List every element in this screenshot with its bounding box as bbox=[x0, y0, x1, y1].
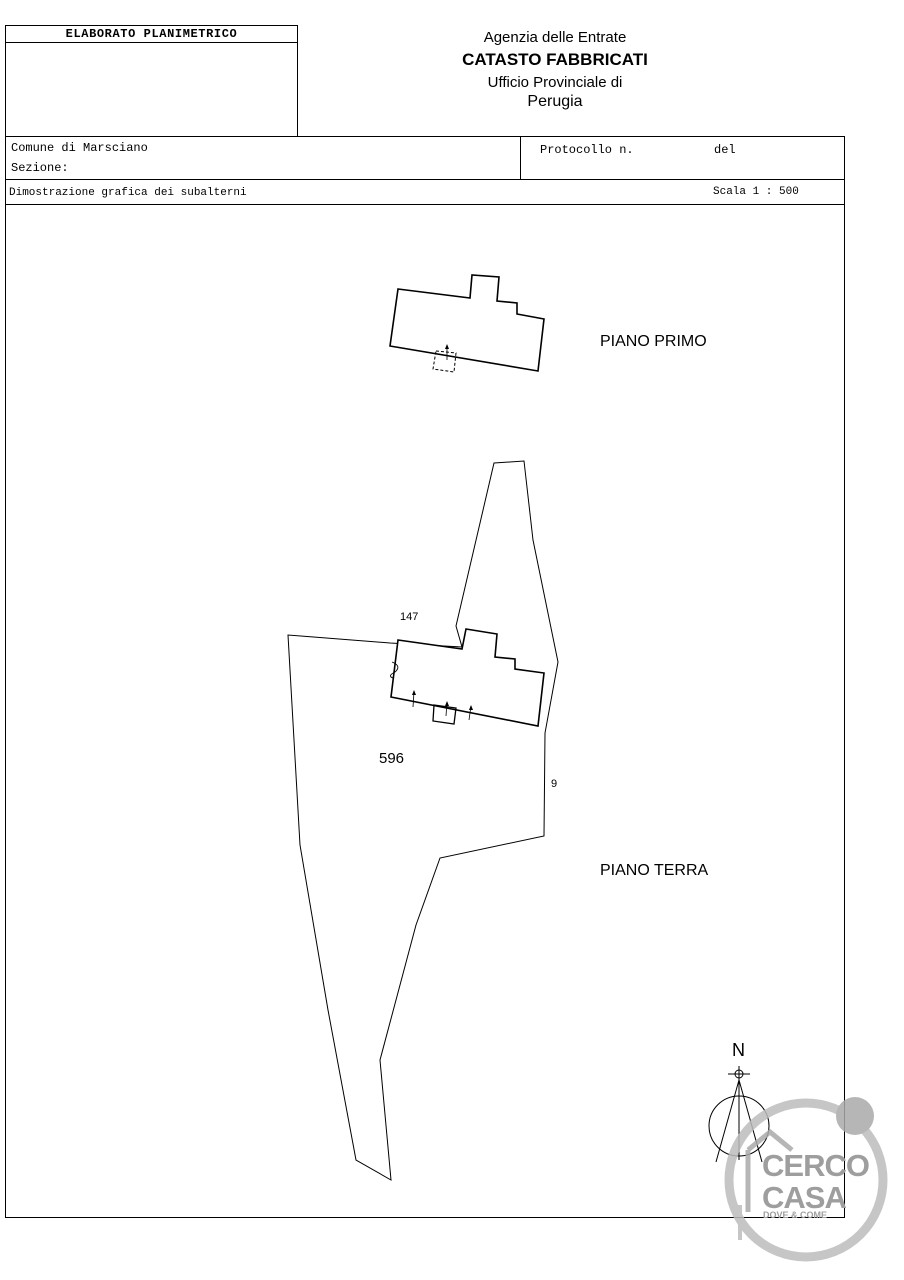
cercocasa-watermark bbox=[724, 1097, 888, 1262]
protocollo-label: Protocollo n. bbox=[540, 143, 634, 157]
parcel-147 bbox=[287, 460, 559, 1181]
sezione-label: Sezione: bbox=[11, 161, 69, 175]
ground-floor-building bbox=[390, 628, 545, 727]
document-title: ELABORATO PLANIMETRICO bbox=[6, 26, 297, 43]
del-label: del bbox=[714, 143, 736, 157]
watermark-line3: DOVE & COME bbox=[763, 1210, 828, 1220]
piano-terra-label: PIANO TERRA bbox=[600, 862, 709, 879]
description-label: Dimostrazione grafica dei subalterni bbox=[9, 187, 247, 199]
parcel-label-596: 596 bbox=[379, 750, 405, 767]
divider bbox=[520, 136, 521, 180]
comune-label: Comune di Marsciano bbox=[11, 141, 148, 155]
parcel-label-9: 9 bbox=[551, 778, 558, 790]
office-city: Perugia bbox=[527, 93, 583, 110]
first-floor-stair bbox=[432, 350, 457, 373]
ground-floor-porch bbox=[432, 704, 457, 725]
watermark-line2: CASA bbox=[762, 1180, 847, 1215]
piano-primo-label: PIANO PRIMO bbox=[600, 333, 707, 350]
department-name: CATASTO FABBRICATI bbox=[462, 50, 648, 69]
main-frame bbox=[5, 136, 845, 1218]
agency-name: Agenzia delle Entrate bbox=[483, 29, 627, 46]
parcel-label-147: 147 bbox=[400, 611, 419, 623]
divider bbox=[5, 204, 845, 205]
watermark-line1: CERCO bbox=[762, 1148, 870, 1183]
first-floor-building bbox=[389, 274, 545, 372]
divider bbox=[5, 179, 845, 180]
scale-label: Scala 1 : 500 bbox=[713, 186, 799, 198]
office-name: Ufficio Provinciale di bbox=[487, 74, 623, 91]
north-label: N bbox=[732, 1040, 745, 1060]
